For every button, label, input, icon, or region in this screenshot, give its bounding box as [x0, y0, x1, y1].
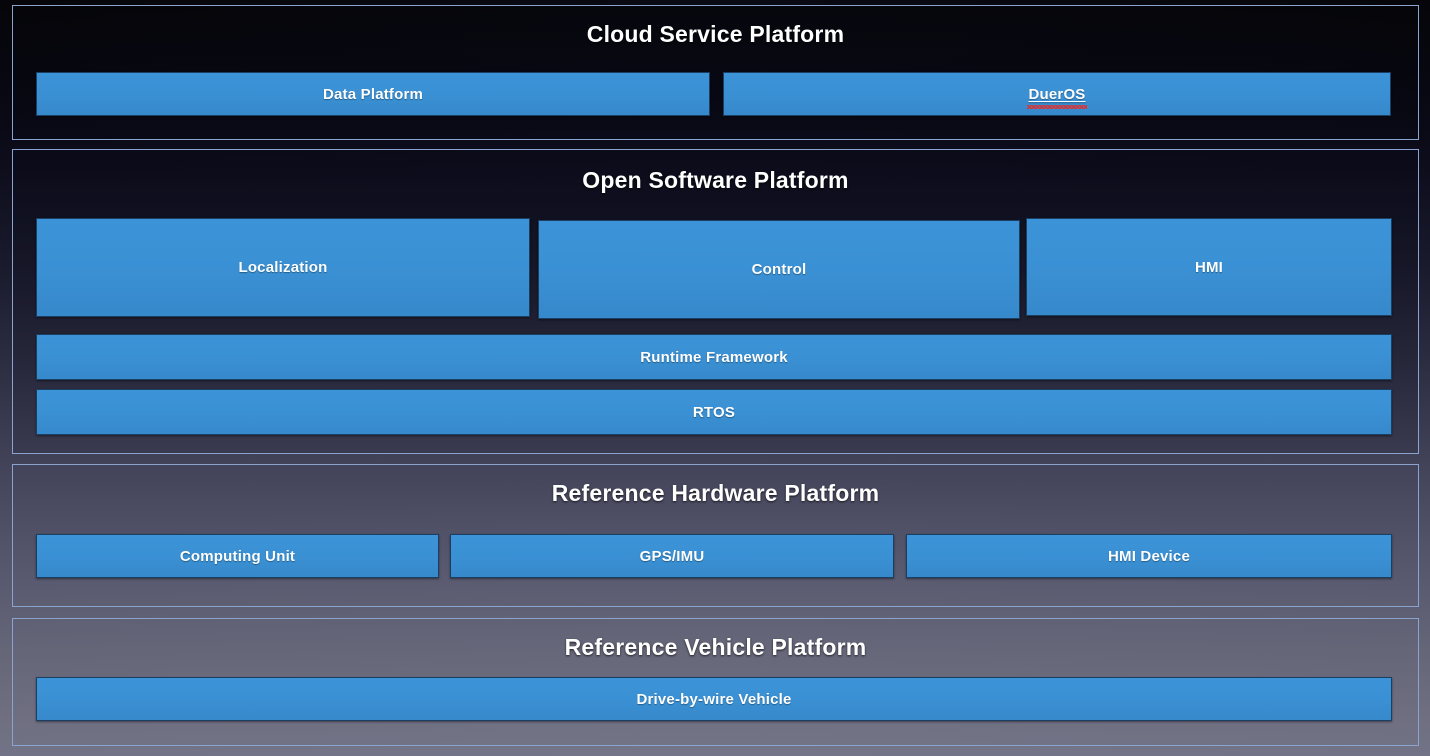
block-label-localization: Localization: [238, 259, 328, 276]
section-cloud-service-platform: Cloud Service Platform Data Platform Due…: [12, 5, 1419, 140]
block-label-data-platform: Data Platform: [322, 85, 424, 103]
block-dueros[interactable]: DuerOS: [723, 72, 1391, 116]
section-reference-vehicle-platform: Reference Vehicle Platform Drive-by-wire…: [12, 618, 1419, 746]
section-title-reference-hardware-platform: Reference Hardware Platform: [551, 480, 880, 506]
block-control[interactable]: Control: [538, 220, 1020, 319]
section-title-reference-vehicle-platform: Reference Vehicle Platform: [564, 634, 867, 660]
block-label-hmi-device: HMI Device: [1107, 547, 1191, 565]
block-rtos[interactable]: RTOS: [36, 389, 1392, 435]
block-data-platform[interactable]: Data Platform: [36, 72, 710, 116]
block-hmi-device[interactable]: HMI Device: [906, 534, 1392, 578]
block-drive-by-wire-vehicle[interactable]: Drive-by-wire Vehicle: [36, 677, 1392, 721]
block-runtime-framework[interactable]: Runtime Framework: [36, 334, 1392, 380]
section-open-software-platform: Open Software Platform Localization Cont…: [12, 149, 1419, 454]
section-title-open-software-platform: Open Software Platform: [582, 167, 849, 193]
block-gps-imu[interactable]: GPS/IMU: [450, 534, 894, 578]
block-label-hmi: HMI: [1194, 258, 1224, 276]
block-label-rtos: RTOS: [692, 403, 736, 421]
block-label-gps-imu: GPS/IMU: [639, 547, 705, 565]
block-computing-unit[interactable]: Computing Unit: [36, 534, 439, 578]
block-label-dueros: DuerOS: [1027, 85, 1087, 109]
block-localization[interactable]: Localization: [36, 218, 530, 317]
block-label-control: Control: [751, 261, 807, 278]
section-reference-hardware-platform: Reference Hardware Platform Computing Un…: [12, 464, 1419, 607]
block-label-runtime-framework: Runtime Framework: [640, 348, 788, 366]
block-label-drive-by-wire-vehicle: Drive-by-wire Vehicle: [636, 690, 792, 708]
section-title-cloud-service-platform: Cloud Service Platform: [586, 21, 845, 47]
block-hmi[interactable]: HMI: [1026, 218, 1392, 316]
block-label-computing-unit: Computing Unit: [179, 547, 296, 565]
